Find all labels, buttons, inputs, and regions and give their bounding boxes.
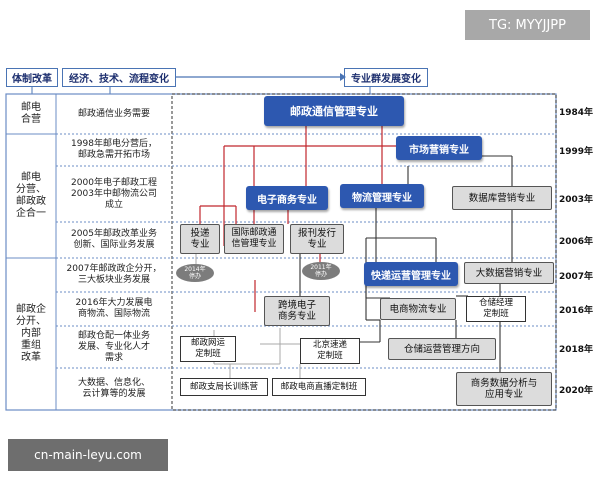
- row-driver-2007: 2007年邮政政企分开， 三大板块业务发展: [66, 264, 162, 285]
- year-label: 2020年: [559, 385, 594, 396]
- year-label: 2006年: [559, 236, 594, 247]
- major-ecommerce-logistics: 电商物流专业: [380, 298, 456, 320]
- row-driver-1999: 1998年邮电分营后， 邮政急需开拓市场: [71, 139, 157, 160]
- major-bigdata-marketing: 大数据营销专业: [464, 262, 554, 284]
- suspended-2014-badge: 2014年 停办: [176, 264, 214, 282]
- major-postal-communication: 邮政通信管理专业: [264, 96, 404, 126]
- class-ecommerce-livestream: 邮政电商直播定制班: [272, 378, 366, 396]
- major-crossborder-ecommerce: 跨境电子 商务专业: [264, 296, 330, 326]
- suspended-2011-badge: 2011年 停办: [302, 262, 340, 280]
- major-newspaper-distribution: 报刊发行 专业: [290, 224, 344, 254]
- year-label: 2003年: [559, 194, 594, 205]
- row-driver-2016: 2016年大力发展电 商物流、国际物流: [75, 298, 153, 319]
- major-intl-postal: 国际邮政通 信管理专业: [224, 224, 284, 254]
- year-label: 2018年: [559, 344, 594, 355]
- row-driver-2003: 2000年电子邮政工程 2003年中邮物流公司 成立: [71, 177, 157, 210]
- class-warehouse-manager: 仓储经理 定制班: [466, 296, 526, 322]
- category-separation: 邮电 分营、 邮政政 企合一: [16, 172, 46, 219]
- row-driver-2018: 邮政仓配一体业务 发展、专业化人才 需求: [77, 330, 150, 363]
- major-marketing: 市场营销专业: [396, 136, 482, 160]
- row-driver-2006: 2005年邮政改革业务 创新、国际业务发展: [71, 229, 157, 250]
- watermark-label: TG: MYYJJPP: [465, 10, 590, 40]
- major-express-operations: 快递运营管理专业: [364, 262, 458, 286]
- header-system-reform: 体制改革: [6, 68, 58, 87]
- camp-branch-manager: 邮政支局长训练营: [180, 378, 268, 396]
- year-label: 2016年: [559, 305, 594, 316]
- year-label: 2007年: [559, 271, 594, 282]
- class-beijing-express: 北京速递 定制班: [300, 338, 360, 364]
- major-business-data-analytics: 商务数据分析与 应用专业: [456, 372, 552, 406]
- class-postal-network: 邮政网运 定制班: [180, 336, 236, 362]
- watermark-url: cn-main-leyu.com: [8, 439, 168, 471]
- direction-warehouse-operations: 仓储运营管理方向: [388, 338, 496, 360]
- category-joint-operation: 邮电 合营: [21, 102, 41, 125]
- category-internal-reform: 邮政企 分开、 内部 重组 改革: [16, 304, 46, 363]
- year-label: 1984年: [559, 107, 594, 118]
- header-major-change: 专业群发展变化: [344, 68, 428, 87]
- major-database-marketing: 数据库营销专业: [452, 186, 552, 210]
- header-tech-change: 经济、技术、流程变化: [62, 68, 176, 87]
- year-label: 1999年: [559, 146, 594, 157]
- row-driver-2020: 大数据、信息化、 云计算等的发展: [77, 378, 150, 399]
- row-driver-1984: 邮政通信业务需要: [77, 108, 150, 119]
- major-ecommerce: 电子商务专业: [246, 186, 328, 210]
- major-delivery: 投递 专业: [180, 224, 220, 254]
- major-logistics: 物流管理专业: [340, 184, 424, 208]
